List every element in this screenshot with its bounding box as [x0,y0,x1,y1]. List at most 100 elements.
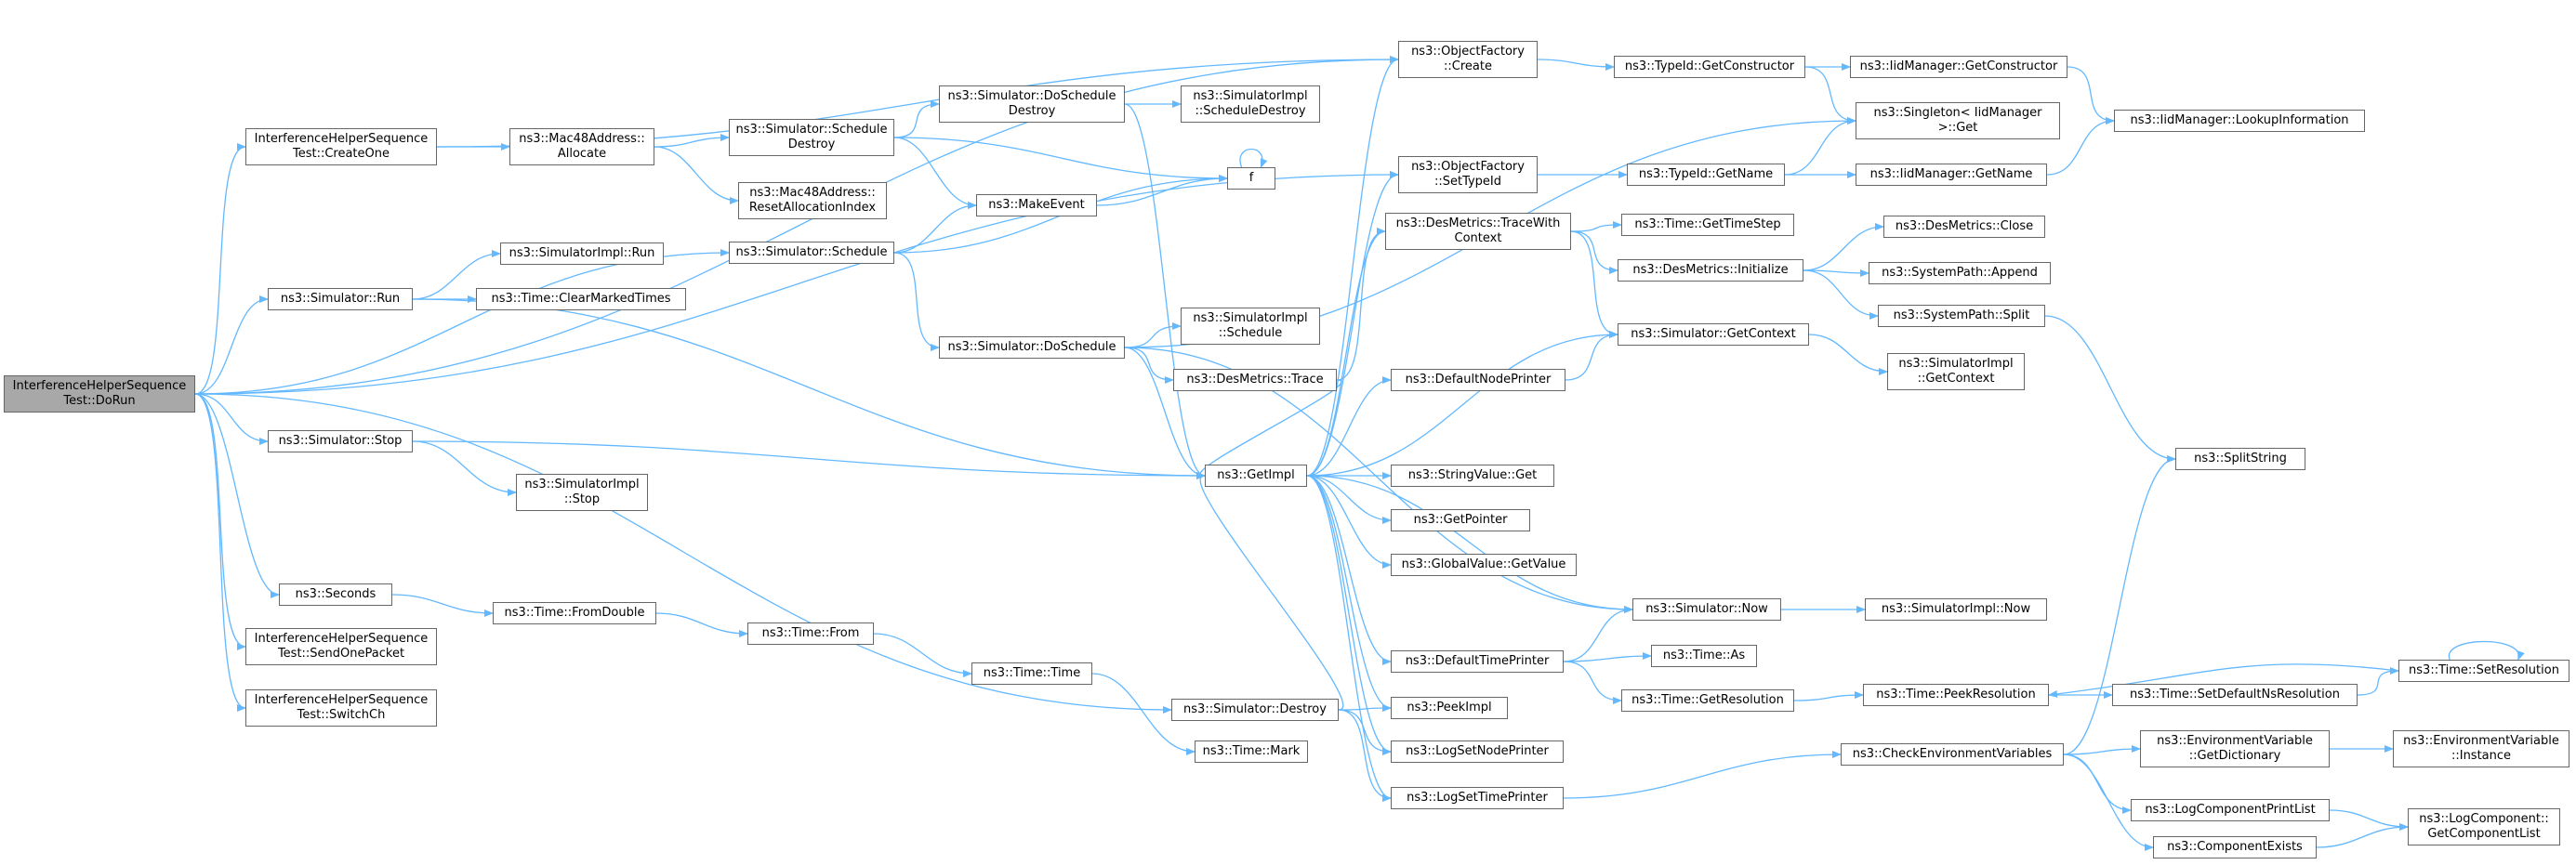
node-simulator-scheduledestroy[interactable]: ns3::Simulator::Schedule Destroy [729,119,894,156]
node-time-as[interactable]: ns3::Time::As [1651,645,1757,667]
edge-dm_tracewithctx-to-dm_initialize [1570,230,1618,274]
edge-getimpl-to-peekimpl [1306,475,1392,712]
edge-getimpl-to-defnodeprinter [1306,376,1392,477]
node-time-mark[interactable]: ns3::Time::Mark [1195,740,1308,763]
node-simulator-destroy[interactable]: ns3::Simulator::Destroy [1171,699,1339,721]
edge-sched_destroy-to-makeevent [893,137,977,209]
node-interferencehelpersequencetest-dorun: InterferenceHelperSequence Test::DoRun [4,375,195,413]
edge-getimpl-to-sim_getcontext [1306,331,1618,477]
edge-getimpl-to-logsettimeprinter [1306,475,1392,802]
edge-sched_destroy-to-f [893,137,1228,182]
edge-checkenv-to-logcomp_printlist [2063,754,2132,814]
node-objectfactory-create[interactable]: ns3::ObjectFactory ::Create [1398,41,1538,78]
node-environmentvariable-getdictionary[interactable]: ns3::EnvironmentVariable ::GetDictionary [2140,730,2330,767]
edge-root-to-seconds [194,393,280,598]
edge-run-to-simimpl_run [412,250,501,300]
edge-root-to-sendone [194,393,246,650]
edge-checkenv-to-envvar_getdict [2063,745,2141,755]
edge-dm_tracewithctx-to-sim_getcontext [1570,230,1618,338]
node-simulatorimpl-scheduledestroy[interactable]: ns3::SimulatorImpl ::ScheduleDestroy [1181,85,1320,123]
node-defaulttimeprinter[interactable]: ns3::DefaultTimePrinter [1391,650,1564,673]
edge-desmetrics_trace-to-dm_tracewithctx [1336,228,1386,381]
node-time-time[interactable]: ns3::Time::Time [971,662,1092,685]
node-defaultnodeprinter[interactable]: ns3::DefaultNodePrinter [1391,369,1565,391]
node-iidmanager-getname[interactable]: ns3::IidManager::GetName [1856,164,2047,186]
node-logcomponentprintlist[interactable]: ns3::LogComponentPrintList [2131,799,2330,821]
node-simulatorimpl-now[interactable]: ns3::SimulatorImpl::Now [1865,598,2047,621]
edge-time_setres-to-time_setres [2448,640,2525,661]
node-logcomponent-getcomponentlist[interactable]: ns3::LogComponent:: GetComponentList [2408,808,2560,845]
node-mac48address-allocate[interactable]: ns3::Mac48Address:: Allocate [509,128,654,165]
node-simulatorimpl-run[interactable]: ns3::SimulatorImpl::Run [500,242,664,265]
edge-logsettimeprinter-to-checkenv [1563,751,1842,799]
edge-destroy-to-peekimpl [1338,704,1392,713]
node-time-peekresolution[interactable]: ns3::Time::PeekResolution [1863,684,2049,706]
edge-getimpl-to-dm_tracewithctx [1306,228,1386,477]
node-systempath-split[interactable]: ns3::SystemPath::Split [1878,305,2045,327]
node-time-clearmarkedtimes[interactable]: ns3::Time::ClearMarkedTimes [476,288,686,310]
node-mac48address-resetallocationindex[interactable]: ns3::Mac48Address:: ResetAllocationIndex [738,182,887,219]
node-singleton-iidmanager-get[interactable]: ns3::Singleton< IidManager >::Get [1856,102,2060,139]
node-simulatorimpl-stop[interactable]: ns3::SimulatorImpl ::Stop [516,474,648,511]
edge-desmetrics_trace-to-getimpl [1196,379,1342,479]
node-interferencehelpersequencetest-sendonepacket[interactable]: InterferenceHelperSequence Test::SendOne… [245,628,437,665]
node-iidmanager-getconstructor[interactable]: ns3::IidManager::GetConstructor [1850,56,2067,78]
node-seconds[interactable]: ns3::Seconds [279,583,392,606]
node-simulator-schedule[interactable]: ns3::Simulator::Schedule [729,242,894,264]
node-interferencehelpersequencetest-createone[interactable]: InterferenceHelperSequence Test::CreateO… [245,128,437,165]
edge-destroy-to-getimpl [1196,472,1344,711]
edge-root-to-stop [194,393,269,445]
node-typeid-getconstructor[interactable]: ns3::TypeId::GetConstructor [1614,56,1805,78]
node-environmentvariable-instance[interactable]: ns3::EnvironmentVariable ::Instance [2393,730,2569,767]
node-logsetnodeprinter[interactable]: ns3::LogSetNodePrinter [1391,740,1564,763]
edge-time_time-to-timemark [1091,673,1196,755]
node-desmetrics-tracewithcontext[interactable]: ns3::DesMetrics::TraceWith Context [1385,213,1571,250]
node-globalvalue-getvalue[interactable]: ns3::GlobalValue::GetValue [1391,554,1577,576]
edge-run-to-getimpl [412,298,1206,479]
node-simulator-doscheduledestroy[interactable]: ns3::Simulator::DoSchedule Destroy [939,85,1125,123]
node-time-setresolution[interactable]: ns3::Time::SetResolution [2398,660,2569,682]
node-simulator-getcontext[interactable]: ns3::Simulator::GetContext [1618,323,1809,346]
node-peekimpl[interactable]: ns3::PeekImpl [1391,697,1508,719]
node-splitstring[interactable]: ns3::SplitString [2175,448,2305,470]
edge-getimpl-to-sim_now [1306,475,1633,613]
node-makeevent[interactable]: ns3::MakeEvent [976,194,1097,216]
node-getpointer[interactable]: ns3::GetPointer [1391,509,1530,531]
node-f[interactable]: f [1227,167,1275,190]
node-desmetrics-trace[interactable]: ns3::DesMetrics::Trace [1173,369,1337,391]
node-desmetrics-initialize[interactable]: ns3::DesMetrics::Initialize [1618,259,1803,282]
edge-getimpl-to-getpointer [1306,475,1392,524]
node-iidmanager-lookupinformation[interactable]: ns3::IidManager::LookupInformation [2114,110,2365,132]
node-simulator-stop[interactable]: ns3::Simulator::Stop [268,430,413,452]
node-time-from[interactable]: ns3::Time::From [747,623,874,645]
edge-checkenv-to-splitstring [2063,455,2176,755]
node-simulator-now[interactable]: ns3::Simulator::Now [1632,598,1781,621]
node-systempath-append[interactable]: ns3::SystemPath::Append [1869,262,2051,284]
edge-sim_getcontext-to-simimpl_getcontext [1808,334,1888,375]
node-time-fromdouble[interactable]: ns3::Time::FromDouble [493,602,656,624]
node-time-gettimestep[interactable]: ns3::Time::GetTimeStep [1621,214,1794,236]
node-stringvalue-get[interactable]: ns3::StringValue::Get [1391,465,1554,487]
node-checkenvironmentvariables[interactable]: ns3::CheckEnvironmentVariables [1841,743,2064,766]
node-objectfactory-settypeid[interactable]: ns3::ObjectFactory ::SetTypeId [1398,156,1538,193]
edge-sched_destroy-to-doschedule_destroy [893,100,940,138]
edge-dm_initialize-to-sp_split [1803,269,1879,320]
edge-root-to-of_create [194,56,1399,395]
node-simulatorimpl-getcontext[interactable]: ns3::SimulatorImpl ::GetContext [1887,353,2025,390]
edge-componentexists-to-logcomp_getlist [2316,823,2409,848]
node-interferencehelpersequencetest-switchch[interactable]: InterferenceHelperSequence Test::SwitchC… [245,689,437,727]
node-time-getresolution[interactable]: ns3::Time::GetResolution [1621,689,1794,712]
node-simulatorimpl-schedule[interactable]: ns3::SimulatorImpl ::Schedule [1181,308,1320,345]
node-simulator-doschedule[interactable]: ns3::Simulator::DoSchedule [939,336,1125,359]
edge-mac_alloc-to-mac_reset [654,146,739,204]
node-typeid-getname[interactable]: ns3::TypeId::GetName [1627,164,1785,186]
node-getimpl[interactable]: ns3::GetImpl [1205,465,1307,487]
node-logsettimeprinter[interactable]: ns3::LogSetTimePrinter [1391,787,1564,809]
edge-schedule-to-doschedule [893,252,940,351]
node-desmetrics-close[interactable]: ns3::DesMetrics::Close [1883,216,2045,238]
node-time-setdefaultnsresolution[interactable]: ns3::Time::SetDefaultNsResolution [2112,684,2358,706]
node-simulator-run[interactable]: ns3::Simulator::Run [268,288,413,310]
edge-sp_split-to-splitstring [2044,315,2176,463]
node-componentexists[interactable]: ns3::ComponentExists [2153,836,2317,858]
edge-stop-to-simimpl_stop [412,440,517,496]
